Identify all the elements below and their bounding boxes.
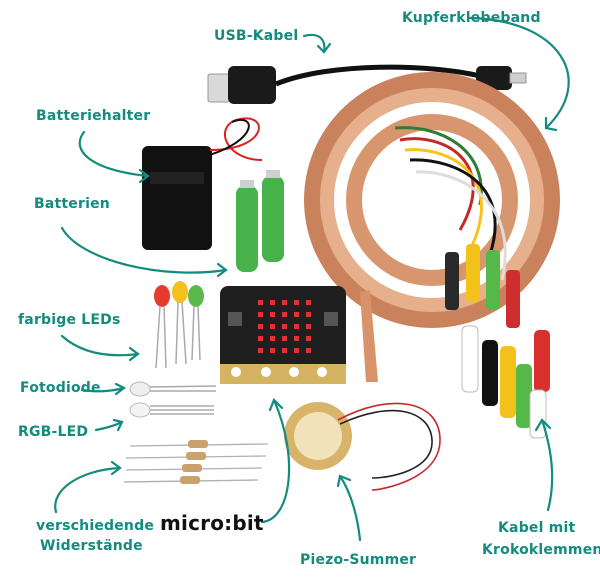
photodiode-and-rgb-led: [129, 381, 217, 418]
piezo-buzzer: [284, 402, 441, 491]
microbit-board: [220, 286, 346, 384]
label-widerstaende-line1: verschiedende: [36, 518, 155, 534]
label-microbit: micro:bit: [160, 511, 264, 535]
label-kupferklebeband: Kupferklebeband: [402, 10, 541, 26]
battery-holder: [142, 117, 263, 250]
colored-leds: [154, 281, 204, 369]
label-batteriehalter: Batteriehalter: [36, 108, 151, 124]
alligator-clip-cables: [394, 126, 550, 439]
label-batterien: Batterien: [34, 196, 110, 212]
label-piezo-summer: Piezo-Summer: [300, 552, 417, 568]
resistors: [123, 440, 269, 484]
label-farbige-leds: farbige LEDs: [18, 312, 121, 328]
usb-cable: [207, 64, 527, 104]
label-kabel-line1: Kabel mit: [498, 520, 576, 536]
batteries: [236, 170, 284, 272]
label-fotodiode: Fotodiode: [20, 380, 101, 396]
annotation-arrows: [54, 16, 570, 542]
label-kabel-line2: Krokoklemmen: [482, 542, 600, 558]
label-rgb-led: RGB-LED: [18, 424, 89, 440]
label-widerstaende-line2: Widerstände: [40, 538, 143, 554]
label-usb-kabel: USB-Kabel: [214, 28, 299, 44]
